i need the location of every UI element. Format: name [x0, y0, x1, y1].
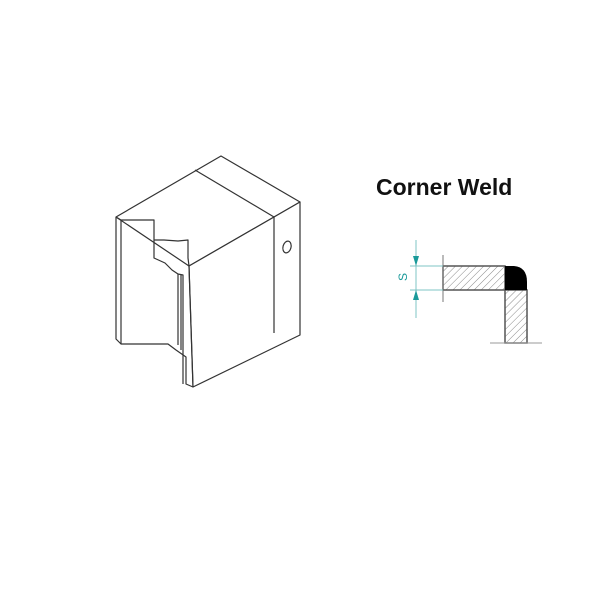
weld-cross-section — [410, 240, 542, 344]
isometric-block — [115, 155, 301, 388]
vertical-plate — [504, 289, 528, 344]
weld-bead — [505, 266, 527, 290]
arrow-down-icon — [413, 256, 419, 266]
hole-icon — [282, 240, 292, 254]
diagram-title: Corner Weld — [376, 174, 513, 200]
arrow-up-icon — [413, 290, 419, 300]
dimension-label: S — [396, 272, 411, 282]
horizontal-plate — [442, 265, 506, 291]
